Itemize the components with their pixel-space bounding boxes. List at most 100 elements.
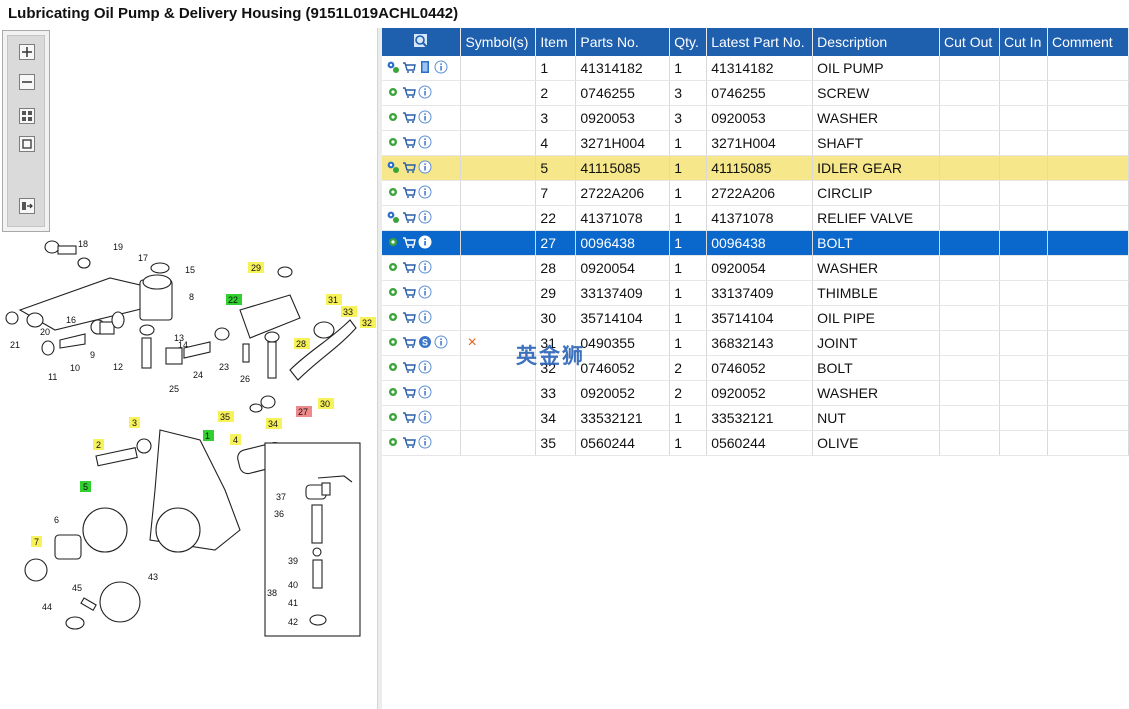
part-number-cell[interactable]: 2722A206 — [575, 180, 671, 206]
symbol-cell[interactable] — [460, 155, 537, 181]
part-number-cell[interactable]: 0920052 — [575, 380, 671, 406]
cart-icon[interactable] — [402, 335, 416, 352]
symbol-cell[interactable] — [460, 255, 537, 281]
cut-in-cell[interactable] — [999, 405, 1048, 431]
part-number-cell[interactable]: 0560244 — [575, 430, 671, 456]
info-icon[interactable] — [418, 135, 432, 152]
item-cell[interactable]: 31 — [535, 330, 577, 356]
part-number-cell[interactable]: 3271H004 — [575, 130, 671, 156]
symbol-cell[interactable] — [460, 180, 537, 206]
cart-icon[interactable] — [402, 110, 416, 127]
info-icon[interactable] — [418, 210, 432, 227]
part-number-cell[interactable]: 41371078 — [575, 205, 671, 231]
row-action-icons[interactable] — [382, 230, 462, 256]
callout-2[interactable] — [93, 439, 104, 450]
cut-in-cell[interactable] — [999, 105, 1048, 131]
details-gear-icon[interactable] — [386, 135, 400, 152]
comment-cell[interactable] — [1047, 56, 1129, 81]
cut-out-cell[interactable] — [939, 355, 1000, 381]
latest-part-number-cell[interactable]: 0746052 — [706, 355, 814, 381]
info-icon[interactable] — [434, 60, 448, 77]
cut-out-cell[interactable] — [939, 105, 1000, 131]
description-cell[interactable]: WASHER — [812, 255, 941, 281]
callout-28[interactable] — [294, 338, 310, 349]
exploded-parts-diagram[interactable]: 1 2 3 4 5 6 7 8 9 10 11 12 13 14 15 16 1… — [0, 230, 377, 700]
latest-part-number-cell[interactable]: 0920052 — [706, 380, 814, 406]
details-gear-icon[interactable] — [386, 235, 400, 252]
latest-part-number-cell[interactable]: 3271H004 — [706, 130, 814, 156]
item-cell[interactable]: 5 — [535, 155, 577, 181]
cut-in-cell[interactable] — [999, 380, 1048, 406]
quantity-cell[interactable]: 1 — [669, 305, 708, 331]
quantity-cell[interactable]: 3 — [669, 105, 708, 131]
callout-32[interactable] — [360, 317, 376, 328]
part-number-cell[interactable]: 35714104 — [575, 305, 671, 331]
info-icon[interactable] — [418, 310, 432, 327]
symbol-cell[interactable] — [460, 205, 537, 231]
symbol-cell[interactable] — [460, 56, 537, 81]
cart-icon[interactable] — [402, 260, 416, 277]
latest-part-number-cell[interactable]: 0746255 — [706, 80, 814, 106]
info-icon[interactable] — [418, 285, 432, 302]
cart-icon[interactable] — [402, 135, 416, 152]
comment-cell[interactable] — [1047, 105, 1129, 131]
callout-1[interactable] — [203, 430, 214, 441]
latest-part-number-cell[interactable]: 0560244 — [706, 430, 814, 456]
row-action-icons[interactable] — [382, 355, 462, 381]
cut-in-cell[interactable] — [999, 230, 1048, 256]
info-icon[interactable] — [418, 185, 432, 202]
item-cell[interactable]: 28 — [535, 255, 577, 281]
cut-out-cell[interactable] — [939, 430, 1000, 456]
item-cell[interactable]: 7 — [535, 180, 577, 206]
description-cell[interactable]: WASHER — [812, 380, 941, 406]
comment-cell[interactable] — [1047, 130, 1129, 156]
export-icon[interactable] — [19, 198, 35, 214]
assembly-gears-icon[interactable] — [386, 60, 400, 77]
symbol-cell[interactable] — [460, 105, 537, 131]
cart-icon[interactable] — [402, 360, 416, 377]
row-action-icons[interactable] — [382, 255, 462, 281]
comment-cell[interactable] — [1047, 405, 1129, 431]
cut-in-cell[interactable] — [999, 330, 1048, 356]
cut-out-cell[interactable] — [939, 180, 1000, 206]
description-cell[interactable]: OIL PIPE — [812, 305, 941, 331]
symbol-cell[interactable] — [460, 230, 537, 256]
latest-part-number-cell[interactable]: 0920053 — [706, 105, 814, 131]
description-cell[interactable]: NUT — [812, 405, 941, 431]
part-number-cell[interactable]: 0920053 — [575, 105, 671, 131]
quantity-cell[interactable]: 2 — [669, 380, 708, 406]
quantity-cell[interactable]: 1 — [669, 205, 708, 231]
details-gear-icon[interactable] — [386, 285, 400, 302]
callout-30[interactable] — [318, 398, 334, 409]
cart-icon[interactable] — [402, 185, 416, 202]
description-cell[interactable]: THIMBLE — [812, 280, 941, 306]
cart-icon[interactable] — [402, 435, 416, 452]
comment-cell[interactable] — [1047, 155, 1129, 181]
item-cell[interactable]: 27 — [535, 230, 577, 256]
cut-out-cell[interactable] — [939, 405, 1000, 431]
details-gear-icon[interactable] — [386, 85, 400, 102]
cut-in-cell[interactable] — [999, 430, 1048, 456]
item-cell[interactable]: 4 — [535, 130, 577, 156]
part-number-cell[interactable]: 0096438 — [575, 230, 671, 256]
info-icon[interactable] — [418, 435, 432, 452]
part-number-cell[interactable]: 0746255 — [575, 80, 671, 106]
description-cell[interactable]: BOLT — [812, 230, 941, 256]
details-gear-icon[interactable] — [386, 110, 400, 127]
part-number-cell[interactable]: 0746052 — [575, 355, 671, 381]
item-cell[interactable]: 22 — [535, 205, 577, 231]
latest-part-number-cell[interactable]: 41371078 — [706, 205, 814, 231]
row-action-icons[interactable] — [382, 80, 462, 106]
info-icon[interactable] — [418, 260, 432, 277]
row-action-icons[interactable] — [382, 205, 462, 231]
description-cell[interactable]: OIL PUMP — [812, 56, 941, 81]
description-cell[interactable]: CIRCLIP — [812, 180, 941, 206]
callout-3[interactable] — [129, 417, 140, 428]
symbol-cell[interactable] — [460, 405, 537, 431]
